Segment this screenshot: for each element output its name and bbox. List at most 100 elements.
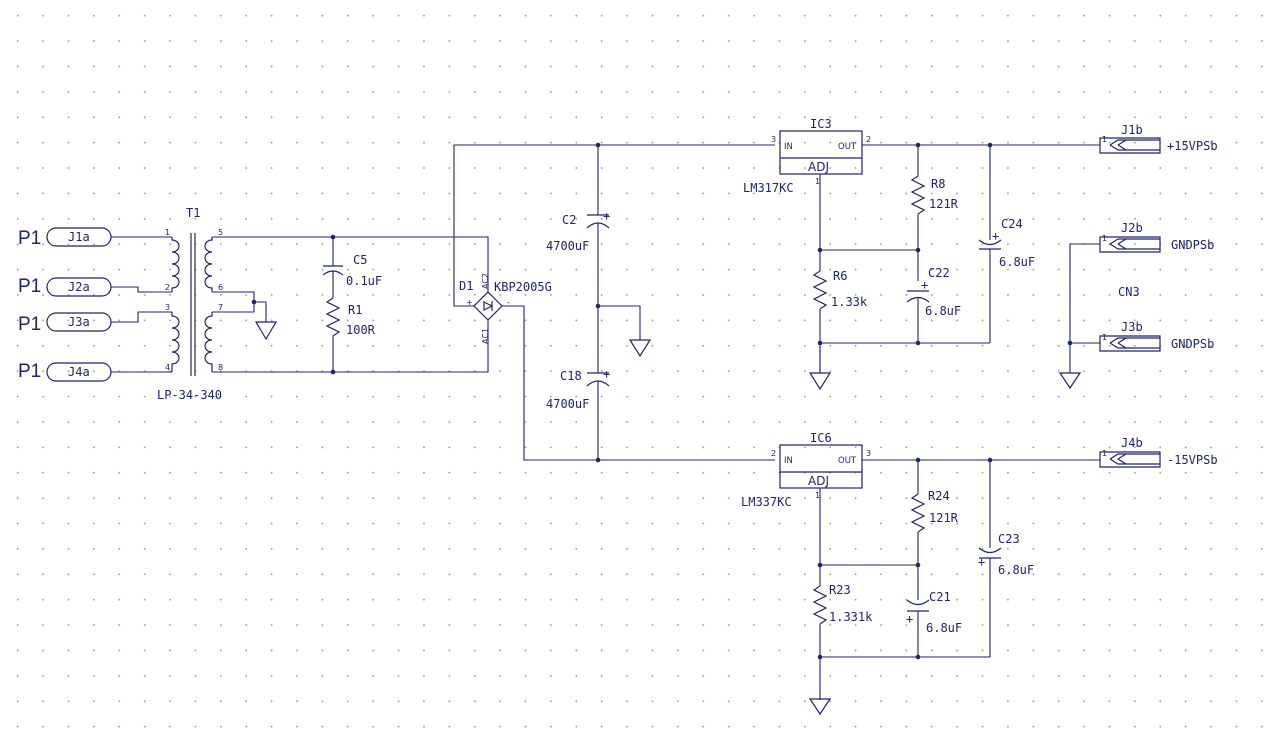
resistor-r1: R1 100R	[325, 297, 376, 372]
cn3-ref: CN3	[1118, 285, 1140, 299]
bridge-rectifier-d1: D1 KBP2005G AC2 AC1 + -	[459, 273, 552, 344]
connector-label: J1a	[68, 230, 90, 244]
ground-symbol	[808, 372, 832, 391]
c21-ref: C21	[929, 590, 951, 604]
transformer-t1: T1 LP-34-340 1 2 3 4 5 6 7 8	[157, 206, 230, 402]
c18-ref: C18	[560, 369, 582, 383]
connector-label: J2b	[1121, 221, 1143, 235]
transformer-value: LP-34-340	[157, 388, 222, 402]
pin-number: 3	[771, 135, 776, 144]
secondary-coil-lower	[204, 312, 213, 372]
connector-label: J3b	[1121, 320, 1143, 334]
ground-symbol	[1058, 372, 1082, 390]
p1-prefix: P1	[18, 361, 41, 382]
input-connector-j3a: P1 J3a	[18, 312, 112, 335]
polarity-plus: +	[603, 367, 610, 381]
positive-rail	[453, 144, 775, 307]
ic3-in-label: IN	[784, 142, 793, 152]
connector-label: J3a	[68, 315, 90, 329]
connector-label: J4a	[68, 365, 90, 379]
pin-ac2: AC2	[481, 273, 490, 289]
net-pos15: +15VPSb	[1167, 139, 1218, 153]
p1-prefix: P1	[18, 276, 41, 297]
primary-coil-upper	[171, 237, 180, 292]
net-gnd1: GNDPSb	[1171, 238, 1214, 252]
input-connector-j4a: P1 J4a	[18, 361, 112, 382]
primary-coil-lower	[171, 312, 180, 372]
r23-ref: R23	[829, 583, 851, 597]
regulator-ic3: IC3 IN OUT ADJ 3 2 1 LM317KC	[743, 117, 871, 195]
input-connector-j2a: P1 J2a	[18, 276, 112, 297]
polarity-plus: +	[978, 555, 985, 569]
c2-value: 4700uF	[546, 239, 589, 253]
pin-number: 1	[165, 228, 170, 237]
p1-prefix: P1	[18, 228, 41, 249]
ic6-adj-label: ADJ	[808, 474, 829, 488]
pin-number: 3	[165, 303, 170, 312]
pin-number: 1	[1102, 449, 1107, 458]
p1-prefix: P1	[18, 314, 41, 335]
pin-ac1: AC1	[481, 328, 490, 344]
pin-number: 8	[218, 363, 223, 372]
r6-value: 1.33k	[831, 295, 868, 309]
positive-output-network: R8 121R R6 1.33k + C22 6.8uF + C24 6.8uF	[808, 142, 1100, 391]
c23-value: 6.8uF	[998, 563, 1034, 577]
pin-number: 1	[1102, 333, 1107, 342]
bridge-body	[473, 291, 503, 321]
capacitor-c5: C5 0.1uF	[322, 237, 382, 298]
output-connector-j2b: J2b 1 GNDPSb	[1099, 221, 1214, 253]
ground-symbol	[628, 339, 652, 358]
connector-ground-wires	[1058, 243, 1100, 390]
r24-value: 121R	[929, 511, 959, 525]
ground-symbol	[254, 321, 278, 341]
ic6-in-label: IN	[784, 456, 793, 466]
capacitor-c18: + C18 4700uF	[546, 306, 610, 460]
negative-rail	[502, 305, 775, 461]
r1-ref: R1	[348, 303, 362, 317]
c5-value: 0.1uF	[346, 274, 382, 288]
polarity-plus: +	[921, 278, 928, 292]
pin-number: 1	[815, 491, 820, 500]
pin-number: 4	[165, 363, 170, 372]
c21-value: 6.8uF	[926, 621, 962, 635]
net-gnd2: GNDPSb	[1171, 337, 1214, 351]
ic3-adj-label: ADJ	[808, 160, 829, 174]
c24-value: 6.8uF	[999, 255, 1035, 269]
ic6-ref: IC6	[810, 431, 832, 445]
secondary-coil-upper	[204, 237, 213, 292]
r8-ref: R8	[931, 177, 945, 191]
net-neg15: -15VPSb	[1167, 453, 1218, 467]
r23-value: 1.331k	[829, 610, 873, 624]
pin-number: 1	[1102, 135, 1107, 144]
bridge-value: KBP2005G	[494, 280, 552, 294]
pin-number: 3	[866, 449, 871, 458]
c5-ref: C5	[353, 253, 367, 267]
capacitor-c2: + C2 4700uF	[546, 145, 610, 306]
connector-label: J1b	[1121, 123, 1143, 137]
bridge-ref: D1	[459, 279, 473, 293]
c22-ref: C22	[928, 266, 950, 280]
pin-number: 1	[1102, 234, 1107, 243]
transformer-ref: T1	[186, 206, 200, 220]
polarity-plus: +	[906, 612, 913, 626]
output-connector-j3b: J3b 1 GNDPSb	[1099, 320, 1214, 352]
polarity-plus: +	[992, 229, 999, 243]
ground-symbol	[808, 698, 832, 716]
primary-wires	[111, 236, 172, 373]
r24-ref: R24	[928, 489, 950, 503]
center-tap-wires	[230, 291, 278, 341]
c24-ref: C24	[1001, 217, 1023, 231]
pin-number: 2	[165, 283, 170, 292]
output-connector-j4b: J4b 1 -15VPSb	[1099, 436, 1218, 468]
ic6-out-label: OUT	[838, 456, 857, 466]
junction-dot	[251, 299, 257, 305]
secondary-bottom-wire	[230, 320, 489, 373]
pin-number: 1	[815, 177, 820, 186]
ic6-part: LM337KC	[741, 495, 792, 509]
ic-body	[779, 444, 863, 489]
secondary-top-wire	[230, 236, 489, 292]
diode-glyph	[483, 301, 494, 311]
r1-value: 100R	[346, 323, 376, 337]
pin-number: 2	[866, 135, 871, 144]
